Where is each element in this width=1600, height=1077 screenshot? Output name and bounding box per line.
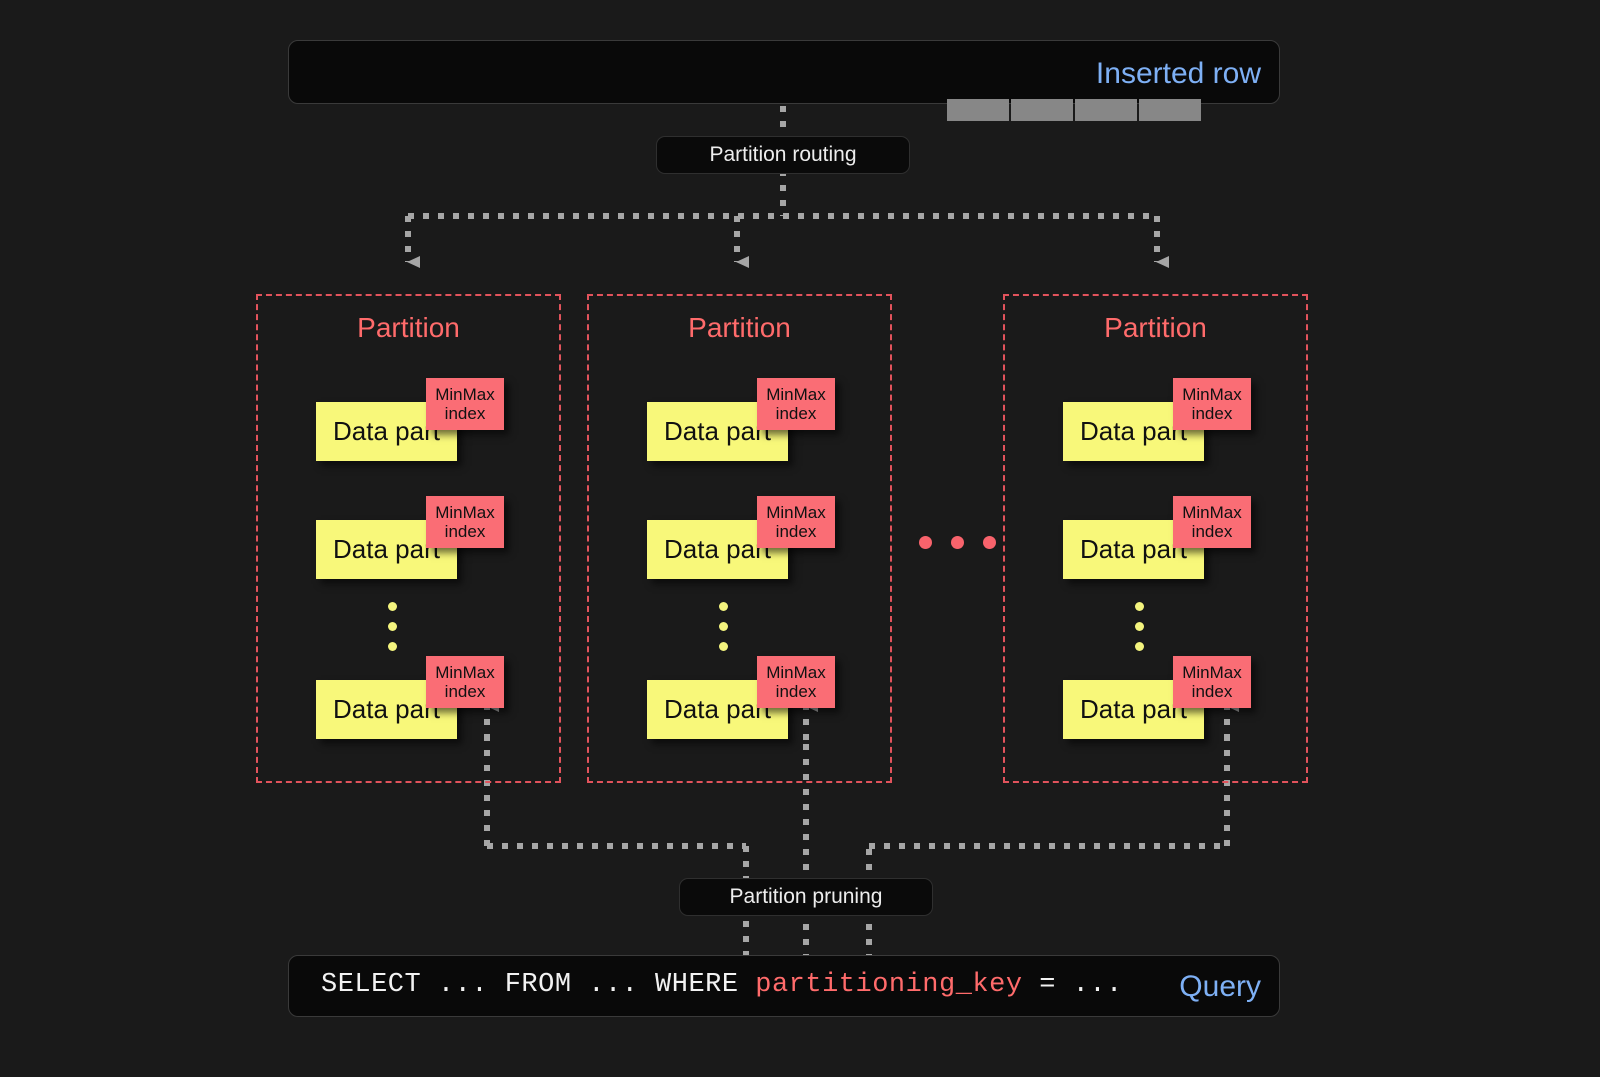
inserted-row-bar: Inserted row — [288, 40, 1280, 121]
query-prefix: SELECT ... FROM ... WHERE — [321, 970, 756, 1000]
data-part-ellipsis — [1135, 602, 1144, 651]
inserted-row-cells — [947, 99, 1201, 121]
partition-title: Partition — [1104, 312, 1207, 343]
row-cell — [1011, 99, 1073, 121]
query-label: Query — [1179, 970, 1261, 1003]
inserted-row-label: Inserted row — [1095, 57, 1261, 90]
row-cell — [947, 99, 1009, 121]
data-part-ellipsis — [719, 602, 728, 651]
row-cell — [1075, 99, 1137, 121]
query-bar: SELECT ... FROM ... WHERE partitioning_k… — [288, 955, 1280, 1017]
data-part-box: Data part — [647, 680, 788, 739]
query-suffix: = ... — [1022, 970, 1123, 1000]
partition-pruning-box[interactable]: Partition pruning — [679, 878, 933, 916]
partition-routing-box[interactable]: Partition routing — [656, 136, 910, 174]
partition-ellipsis — [919, 536, 996, 549]
partition-title: Partition — [688, 312, 791, 343]
query-sql-text: SELECT ... FROM ... WHERE partitioning_k… — [321, 970, 1123, 1000]
row-cell — [1139, 99, 1201, 121]
data-part-box: Data part — [316, 402, 457, 461]
partition-pruning-label: Partition pruning — [729, 885, 883, 908]
query-partitioning-key: partitioning_key — [755, 970, 1023, 1000]
partition-title: Partition — [357, 312, 460, 343]
partition-routing-label: Partition routing — [709, 143, 857, 166]
data-part-ellipsis — [388, 602, 397, 651]
